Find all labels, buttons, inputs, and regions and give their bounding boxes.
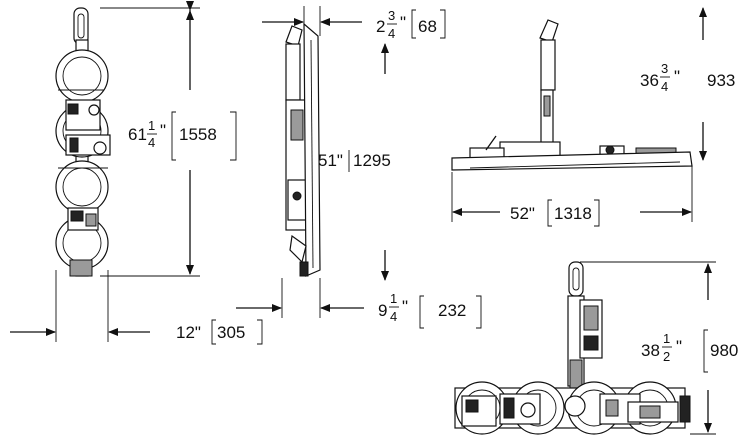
tilted-height-inch-whole: 36: [640, 71, 659, 90]
side-length-dimension: 51" 1295: [318, 43, 391, 281]
side-bottom-mm: 232: [438, 301, 466, 320]
side-top-inch-num: 3: [388, 8, 395, 23]
tilted-length-inch: 52": [510, 204, 535, 223]
front-height-inch-num: 1: [148, 118, 155, 133]
flat-height-inch-mark: ": [676, 337, 682, 356]
flat-view-lifter: [454, 261, 691, 435]
side-bottom-dimension: 9 1 4 " 232: [236, 278, 482, 329]
front-width-mm: 305: [217, 323, 245, 342]
front-height-inch-mark: ": [160, 121, 166, 140]
front-height-dimension: 61 1 4 " 1558: [100, 1, 237, 277]
front-height-mm: 1558: [179, 125, 217, 144]
tilted-length-dimension: 52" 1318: [451, 166, 693, 227]
flat-height-inch-num: 1: [663, 331, 670, 346]
tilted-height-inch-mark: ": [674, 67, 680, 86]
tilted-length-mm: 1318: [554, 204, 592, 223]
side-top-inch-den: 4: [388, 26, 395, 41]
front-height-inch-den: 4: [148, 135, 155, 150]
front-height-inch-whole: 61: [128, 125, 147, 144]
side-top-inch-whole: 2: [376, 17, 385, 36]
side-top-inch-mark: ": [400, 13, 406, 32]
tilted-height-inch-den: 4: [661, 79, 668, 94]
flat-height-dimension: 38 1 2 " 980: [580, 261, 738, 435]
flat-height-inch-den: 2: [663, 349, 670, 364]
side-bottom-inch-whole: 9: [378, 301, 387, 320]
side-length-mm: 1295: [353, 151, 391, 170]
tilted-height-inch-num: 3: [661, 61, 668, 76]
flat-height-mm: 980: [710, 341, 738, 360]
side-view-lifter: [285, 22, 321, 277]
front-width-dimension: 12" 305: [10, 270, 263, 345]
side-top-dimension: 2 3 4 " 68: [262, 6, 446, 41]
side-bottom-inch-den: 4: [390, 309, 397, 324]
flat-height-inch-whole: 38: [641, 341, 660, 360]
front-view-lifter: [55, 7, 111, 277]
side-length-inch: 51": [318, 151, 343, 170]
front-width-inch: 12": [176, 323, 201, 342]
side-top-mm: 68: [418, 17, 437, 36]
tilted-height-mm: 933: [707, 71, 735, 90]
tilted-height-dimension: 36 3 4 " 933: [640, 7, 735, 161]
tilted-view-lifter: [451, 19, 693, 171]
side-bottom-inch-num: 1: [390, 291, 397, 306]
side-bottom-inch-mark: ": [402, 297, 408, 316]
